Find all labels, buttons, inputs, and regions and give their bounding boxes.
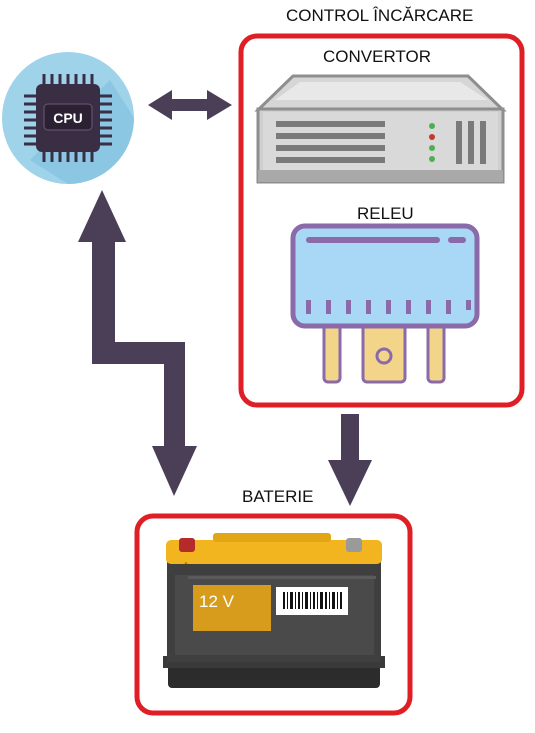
relay-battery-arrow: [328, 414, 372, 506]
charge-control-frame: [238, 33, 525, 408]
bidirectional-arrow: [148, 90, 232, 120]
battery-label: BATERIE: [242, 487, 314, 506]
minus-sign: −: [350, 560, 356, 571]
server-converter-icon: [254, 74, 507, 184]
cpu-battery-arrow: [78, 190, 197, 496]
charge-control-title: CONTROL ÎNCĂRCARE: [286, 6, 474, 25]
battery-voltage-label: 12 V: [199, 592, 235, 611]
converter-label: CONVERTOR: [323, 47, 432, 66]
car-battery-icon: [163, 533, 385, 688]
plus-sign: +: [183, 560, 189, 571]
cpu-chip-icon: [2, 52, 134, 184]
relay-label: RELEU: [357, 204, 414, 223]
battery-frame: [134, 513, 413, 716]
relay-icon: [290, 223, 480, 384]
cpu-chip-label: CPU: [53, 110, 83, 126]
